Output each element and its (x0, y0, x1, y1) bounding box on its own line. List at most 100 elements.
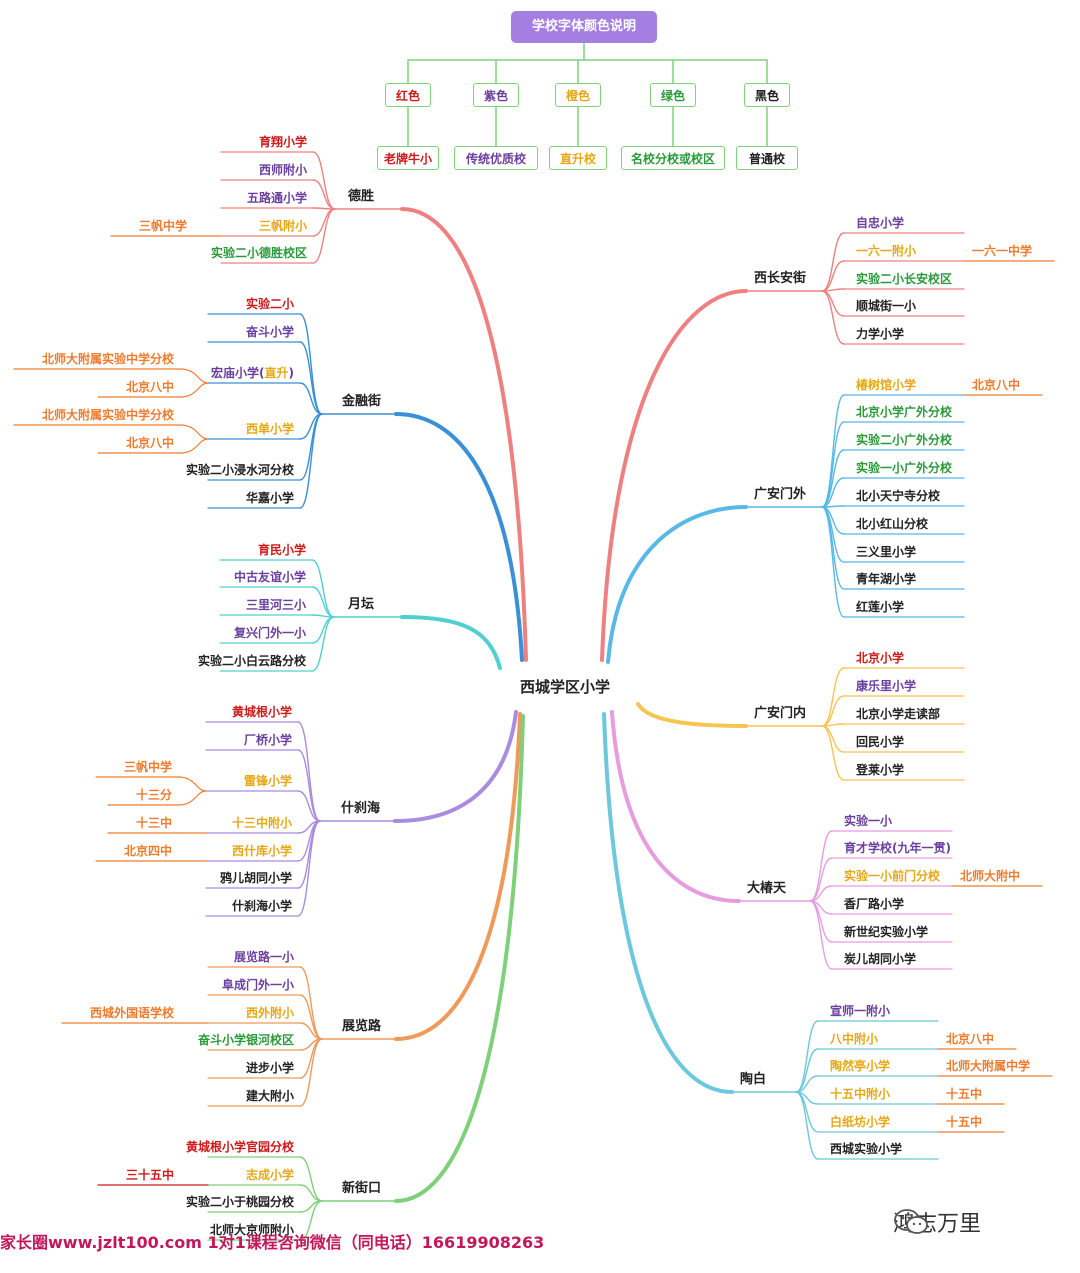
branch-label-4: 展览路 (342, 1019, 382, 1034)
school-name: 青年湖小学 (856, 572, 917, 586)
school-label-8-2: 北京小学走读部 (856, 706, 940, 722)
leaf-connector-1-0 (299, 313, 323, 415)
school-name: 陶然亭小学 (830, 1059, 891, 1073)
legend-meaning-0: 老牌牛小 (377, 146, 439, 170)
school-label-1-1: 奋斗小学 (246, 324, 294, 340)
leaf-connector-2-3 (311, 616, 335, 644)
school-name: 宣师一附小 (830, 1004, 891, 1018)
leaf-connector-2-1 (311, 586, 335, 618)
footer-contact: 家长圈www.jzlt100.com 1对1课程咨询微信（同电话）1661990… (0, 1233, 545, 1252)
branch-label-0: 德胜 (348, 189, 375, 204)
school-name: 康乐里小学 (856, 679, 917, 693)
leaf-connector-1-2 (299, 382, 323, 415)
school-label-10-2: 陶然亭小学 (830, 1058, 890, 1074)
legend-color-3: 绿色 (650, 83, 696, 107)
school-name: 香厂路小学 (844, 897, 905, 911)
school-name: 顺城街一小 (856, 299, 917, 313)
leaf-connector-10-0 (795, 1020, 819, 1093)
branch-label-10: 陶白 (740, 1072, 767, 1087)
school-name: 雷锋小学 (243, 774, 292, 788)
next-school-10-1-0: 北京八中 (946, 1032, 995, 1046)
school-label-10-5: 西城实验小学 (830, 1141, 902, 1157)
school-label-1-4: 实验二小浸水河分校 (186, 462, 294, 478)
next-school-3-4-0: 北京四中 (123, 844, 172, 858)
school-label-8-1: 康乐里小学 (856, 678, 916, 694)
leaf-connector-7-8 (821, 506, 845, 618)
school-label-2-1: 中古友谊小学 (234, 569, 306, 585)
school-label-3-0: 黄城根小学 (232, 704, 292, 720)
school-name: 实验二小白云路分校 (197, 654, 306, 668)
leaf-connector-3-2 (297, 790, 321, 822)
school-name: 中古友谊小学 (233, 570, 306, 584)
next-school-5-1-0: 三十五中 (125, 1168, 174, 1182)
school-label-6-3: 顺城街一小 (856, 298, 916, 314)
brand-watermark: 鸿志万里 (893, 1208, 981, 1242)
school-label-2-4: 实验二小白云路分校 (198, 653, 306, 669)
legend-color-1: 紫色 (473, 83, 519, 107)
school-label-7-7: 青年湖小学 (856, 571, 916, 587)
leaf-connector-1-4 (299, 413, 323, 481)
school-label-3-3: 十三中附小 (232, 815, 292, 831)
school-label-2-2: 三里河三小 (246, 597, 306, 613)
school-name: 展览路一小 (233, 950, 294, 964)
next-school-1-2-1: 北京八中 (125, 380, 174, 394)
leaf-connector-4-0 (299, 966, 323, 1040)
legend-color-2: 橙色 (555, 83, 601, 107)
school-label-9-2: 实验一小前门分校 (844, 868, 940, 884)
leaf-connector-10-5 (795, 1091, 819, 1160)
branch-trunk-0 (400, 207, 528, 662)
next-connector-1-2-1 (179, 382, 209, 398)
school-label-5-0: 黄城根小学官园分校 (186, 1139, 294, 1155)
branch-trunk-10 (602, 712, 734, 1094)
leaf-connector-5-0 (299, 1156, 323, 1202)
school-name: 新世纪实验小学 (844, 925, 929, 939)
school-label-0-0: 育翔小学 (259, 134, 307, 150)
school-label-8-0: 北京小学 (856, 650, 904, 666)
school-label-9-1: 育才学校(九年一贯) (844, 840, 951, 856)
school-name: 黄城根小学 (231, 705, 292, 719)
leaf-connector-0-1 (312, 179, 336, 210)
school-label-5-3: 北师大京师附小 (210, 1222, 294, 1238)
school-name: 黄城根小学官园分校 (185, 1140, 294, 1154)
school-name: 志成小学 (245, 1168, 294, 1182)
legend-title: 学校字体颜色说明 (511, 11, 657, 43)
leaf-connector-8-1 (821, 695, 845, 727)
school-label-6-0: 自忠小学 (856, 215, 904, 231)
branch-label-9: 大椿天 (747, 881, 787, 896)
next-school-9-2-0: 北师大附中 (960, 869, 1021, 883)
school-tag: 直升 (264, 366, 289, 380)
leaf-connector-6-4 (821, 290, 845, 345)
next-school-10-3-0: 十五中 (946, 1087, 983, 1101)
school-label-7-6: 三义里小学 (856, 544, 916, 560)
leaf-connector-1-5 (299, 413, 323, 509)
school-name: 登莱小学 (856, 763, 905, 777)
next-school-10-4-0: 十五中 (946, 1115, 983, 1129)
branch-trunk-1 (394, 412, 524, 662)
leaf-connector-3-6 (297, 820, 321, 917)
next-school-10-2-0: 北师大附属中学 (946, 1059, 1031, 1073)
school-label-9-0: 实验一小 (844, 813, 892, 829)
school-label-7-4: 北小天宁寺分校 (856, 488, 940, 504)
next-school-1-3-1: 北京八中 (125, 436, 174, 450)
school-name: 实验一小前门分校 (844, 869, 941, 883)
leaf-connector-3-0 (297, 721, 321, 822)
next-connector-3-2-0 (177, 776, 207, 792)
branch-trunk-7 (606, 505, 748, 664)
school-name: 椿树馆小学 (856, 378, 917, 392)
school-label-3-4: 西什库小学 (232, 843, 292, 859)
branch-label-7: 广安门外 (754, 487, 807, 502)
school-label-10-0: 宣师一附小 (830, 1003, 890, 1019)
school-name: 回民小学 (856, 735, 905, 749)
branch-trunk-6 (600, 289, 748, 662)
leaf-connector-8-4 (821, 725, 845, 781)
branch-trunk-4 (394, 712, 522, 1041)
school-name: 阜成门外一小 (221, 978, 294, 992)
leaf-connector-4-1 (299, 994, 323, 1040)
school-label-0-4: 实验二小德胜校区 (211, 245, 307, 261)
school-label-6-4: 力学小学 (856, 326, 904, 342)
school-label-2-3: 复兴门外一小 (234, 625, 306, 641)
school-name: 厂桥小学 (243, 733, 292, 747)
school-name: 进步小学 (245, 1061, 294, 1075)
legend-color-0: 红色 (385, 83, 431, 107)
school-name: 西城实验小学 (830, 1142, 903, 1156)
